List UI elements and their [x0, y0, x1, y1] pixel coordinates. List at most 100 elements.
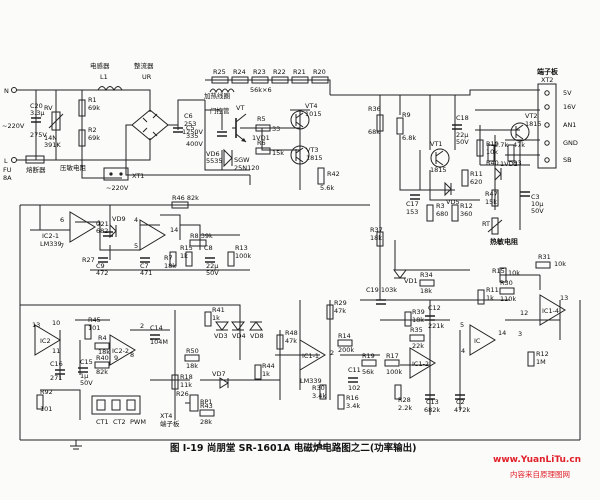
- label-xt2: 端子板: [537, 67, 559, 76]
- label-p13b: 13: [560, 294, 568, 302]
- label-xt2-id: XT2: [541, 76, 553, 84]
- label-vd6v: 5535: [206, 157, 223, 165]
- label-p11: 11: [52, 347, 60, 355]
- resistor-r4: [94, 342, 110, 350]
- label-r10v: 10k: [486, 148, 498, 156]
- label-c9v: 472: [96, 269, 108, 277]
- label-ic1-1: IC1-1: [302, 352, 319, 360]
- label-fu: FU: [3, 166, 12, 174]
- label-r3v: 680: [436, 210, 448, 218]
- label-c20w: 275V: [30, 131, 47, 139]
- label-c15v: 1μ: [80, 372, 88, 380]
- label-ic1-2: IC1-2: [412, 360, 429, 368]
- opamp-ic1-4: [539, 294, 566, 326]
- label-c17v: 153: [406, 208, 418, 216]
- label-p3: 3: [518, 330, 522, 338]
- resistor-r39: [404, 311, 412, 327]
- label-sgw: SGW: [234, 156, 250, 164]
- label-r12: R12: [460, 202, 473, 210]
- label-r39: R39: [412, 308, 425, 316]
- xt2-pin-sb: SB: [563, 156, 572, 164]
- label-r1: R1: [88, 96, 97, 104]
- label-r13: R13: [235, 244, 248, 252]
- fuse: [25, 155, 45, 164]
- label-c6w: 1250V: [182, 128, 204, 136]
- label-r5: R5: [257, 115, 266, 123]
- resistor-r2: [78, 129, 86, 147]
- resistor-r6: [255, 147, 271, 155]
- capacitor-c8: [205, 257, 215, 263]
- label-vt3: VT3: [306, 146, 319, 154]
- label-r40: R40: [486, 159, 499, 167]
- label-sgwv: 25N120: [234, 164, 260, 172]
- label-c17: C17: [406, 200, 419, 208]
- label-inductor: 电感器: [90, 61, 110, 70]
- label-r12v: 360: [460, 210, 472, 218]
- label-r40bv: 82k: [96, 368, 108, 376]
- label-r11b: R11: [486, 286, 499, 294]
- label-r48v: 47k: [285, 337, 297, 345]
- label-heater: 加热线圈: [204, 91, 230, 100]
- label-r15bv: 10k: [508, 269, 520, 277]
- label-ic2-2: IC2-2: [112, 347, 129, 355]
- resistor-r46: [171, 201, 189, 209]
- label-c21v: 682: [96, 227, 108, 235]
- label-r11v: 620: [470, 178, 482, 186]
- label-c11v: 102: [348, 384, 360, 392]
- label-p5: 5: [134, 242, 138, 250]
- label-top-r22: R22: [273, 68, 286, 76]
- label-c16v: 271: [50, 374, 62, 382]
- label-r28: R28: [398, 396, 411, 404]
- capacitor-c20: [31, 117, 41, 123]
- label-l: L: [4, 157, 8, 165]
- resistor-r10: [476, 139, 484, 157]
- label-c9: C9: [96, 262, 105, 270]
- bridge-rectifier: [131, 109, 169, 141]
- label-c12: C12: [428, 304, 441, 312]
- label-p2: 2: [140, 322, 144, 330]
- opamp-ic2-1: [69, 211, 96, 243]
- label-r9v: 6.8k: [402, 134, 416, 142]
- label-fuse: 熔断器: [26, 165, 46, 174]
- label-r16v: 3.4k: [346, 402, 360, 410]
- label-rt: RT: [482, 220, 490, 228]
- resistor-r29: [326, 304, 334, 320]
- label-r41: R41: [212, 306, 225, 314]
- capacitor-c11: [348, 377, 358, 383]
- label-ur: UR: [142, 73, 152, 81]
- label-r34v: 18k: [420, 287, 432, 295]
- label-top-r21: R21: [293, 68, 306, 76]
- label-r6v: 15k: [272, 149, 284, 157]
- label-p1: 1: [97, 219, 101, 227]
- label-r30b: R30: [500, 279, 513, 287]
- label-vd1b: VD1: [404, 277, 418, 285]
- figure-caption: 图 I-19 尚朋堂 SR-1601A 电磁炉电路图之二(功率输出): [170, 442, 417, 454]
- resistor-r40: [487, 144, 495, 162]
- ground-symbol: [70, 440, 82, 450]
- label-vd3: VD3: [214, 332, 228, 340]
- label-vt1: VT1: [430, 140, 443, 148]
- label-r29: R29: [334, 299, 347, 307]
- resistor-r36: [376, 114, 384, 132]
- label-r2: R2: [88, 126, 97, 134]
- label-r5v: 33: [272, 125, 280, 133]
- label-r30: R30: [312, 384, 325, 392]
- label-r7v: 18k: [164, 262, 176, 270]
- label-r2v: 69k: [88, 134, 100, 142]
- label-r14v: 200k: [338, 346, 354, 354]
- label-c5w: 400V: [186, 140, 203, 148]
- label-c20: C20: [30, 102, 43, 110]
- label-c18w: 50V: [456, 138, 469, 146]
- resistor-r42: [317, 167, 325, 185]
- label-r28v: 2.2k: [398, 404, 412, 412]
- label-c18: C18: [456, 114, 469, 122]
- opamp-ic1-3: [469, 324, 496, 356]
- label-ic1-4: IC1-4: [542, 307, 559, 315]
- xt4-pin-pwm: PWM: [130, 418, 146, 426]
- label-p6: 6: [60, 216, 64, 224]
- resistor-r3b: [507, 144, 515, 162]
- label-vt1v: 1815: [430, 166, 447, 174]
- capacitor-c3: [520, 191, 530, 197]
- label-ic2: IC2: [40, 337, 51, 345]
